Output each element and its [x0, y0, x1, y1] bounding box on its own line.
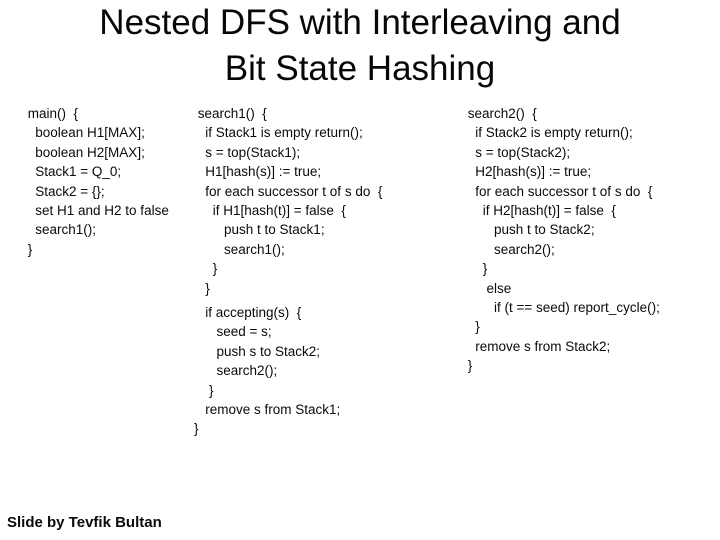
slide-credit: Slide by Tevfik Bultan [7, 514, 162, 531]
slide-title-line2: Bit State Hashing [224, 49, 496, 88]
code-block-main: main() { boolean H1[MAX]; boolean H2[MAX… [27, 106, 169, 257]
code-block-search1-upper: search1() { if Stack1 is empty return();… [197, 106, 383, 296]
code-block-search1-lower: if accepting(s) { seed = s; push s to St… [194, 305, 341, 437]
code-block-search2: search2() { if Stack2 is empty return();… [467, 106, 660, 374]
slide-title-line1: Nested DFS with Interleaving and [99, 3, 621, 42]
slide-title: Nested DFS with Interleaving and Bit Sta… [0, 0, 720, 92]
